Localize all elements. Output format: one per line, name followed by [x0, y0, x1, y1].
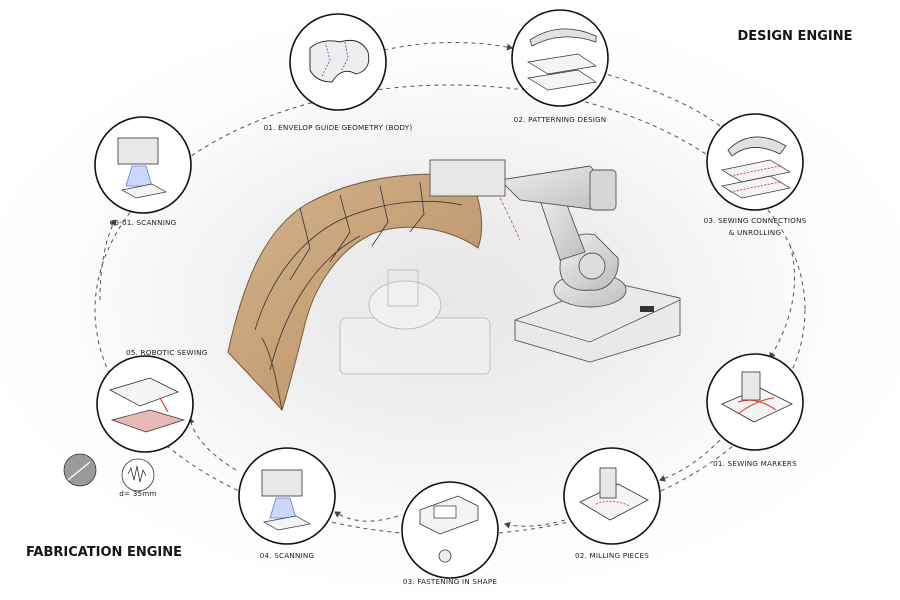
step-patterning-label: 02. PATTERNING DESIGN — [514, 115, 607, 124]
milling-path-icon — [595, 501, 631, 507]
robot-end-effector — [429, 159, 506, 197]
arrow-fastening-scanning — [334, 511, 399, 522]
arrow-02-03 — [599, 71, 726, 131]
arrow-scanning-sewing — [187, 417, 237, 471]
robot-thread-line — [499, 197, 521, 241]
step-envelop-label: 01. ENVELOP GUIDE GEOMETRY (BODY) — [264, 123, 413, 132]
arrow-01-02 — [383, 42, 513, 51]
wave-detail-circle — [121, 458, 155, 492]
shell-seam-1 — [254, 200, 463, 331]
step-robotic-sewing: 05. ROBOTIC SEWING — [96, 348, 208, 453]
sewing-machine-icon — [108, 377, 180, 407]
envelop-geometry-icon — [309, 39, 370, 83]
ghost-robot — [339, 269, 491, 375]
step-sewing-markers-label: 01. SEWING MARKERS — [713, 459, 797, 468]
needle-icon — [159, 397, 169, 413]
step-scanning-06-circle — [94, 116, 192, 214]
step-milling-label: 02. MILLING PIECES — [575, 551, 649, 560]
patterning-panels-icon — [526, 53, 597, 91]
scanner-body-icon — [261, 469, 303, 497]
envelop-guide-lines — [321, 41, 349, 77]
wave-icon — [127, 465, 147, 483]
ghost-arm — [387, 269, 419, 307]
step-fastening: 03. FASTENING IN SHAPE — [401, 481, 499, 586]
ghost-turret — [368, 280, 442, 330]
orbit-path — [94, 84, 806, 536]
step-fastening-label: 03. FASTENING IN SHAPE — [403, 577, 498, 586]
shell-surface — [227, 173, 483, 411]
arrow-markers-milling — [659, 439, 721, 482]
fabric-shell — [227, 173, 483, 411]
industrial-robot — [429, 159, 681, 363]
robot-shoulder-joint — [578, 252, 606, 280]
robot-motor — [589, 169, 617, 211]
step-sewing-connections-label-1: 03. SEWING CONNECTIONS — [704, 216, 807, 225]
step-milling: 02. MILLING PIECES — [563, 447, 661, 560]
step-scanning-06-label: 06-01. SCANNING — [110, 218, 177, 227]
seam-lines-icon — [729, 165, 781, 193]
arrow-sewing-scan06 — [99, 219, 116, 301]
step-sewing-connections-label-2: & UNROLLING — [729, 228, 781, 237]
scan-target-icon — [262, 515, 312, 531]
fastening-pin-icon — [438, 549, 452, 563]
step-patterning: 02. PATTERNING DESIGN — [511, 9, 609, 124]
step-sewing-markers: 01. SEWING MARKERS — [706, 353, 804, 468]
shell-front-edge — [261, 337, 283, 411]
shell-seam-2 — [269, 235, 361, 371]
design-engine-heading: DESIGN ENGINE — [738, 29, 853, 44]
shell-pattern-lines — [289, 181, 425, 281]
distance-label: d= 35mm — [119, 489, 156, 498]
scan-06-target-icon — [121, 183, 167, 199]
step-robotic-sewing-label: 05. ROBOTIC SEWING — [126, 348, 208, 357]
arrow-03-markers — [769, 244, 795, 359]
marker-red-lines — [737, 397, 777, 415]
patterning-surface-icon — [529, 28, 597, 47]
fastening-slot-icon — [433, 505, 457, 519]
detail-arrow-icon — [67, 461, 91, 481]
arrow-milling-fastening — [504, 519, 566, 529]
fabrication-engine-heading: FABRICATION ENGINE — [26, 545, 182, 560]
process-loop — [94, 42, 806, 536]
scanner-06-body-icon — [117, 137, 159, 165]
robot-base-edge — [514, 299, 681, 343]
sewn-fabric-icon — [110, 409, 186, 433]
step-envelop: 01. ENVELOP GUIDE GEOMETRY (BODY) — [264, 13, 413, 132]
markers-machine-head-icon — [741, 371, 761, 401]
unrolled-panels-icon — [721, 159, 791, 199]
step-scanning: 04. SCANNING — [238, 447, 336, 560]
step-sewing-connections: 03. SEWING CONNECTIONS & UNROLLING — [704, 113, 807, 237]
sewing-connections-surface-icon — [727, 136, 787, 157]
sewing-detail-inset: d= 35mm — [63, 453, 157, 498]
robot-base-vent — [640, 306, 654, 312]
step-scanning-06: 06-01. SCANNING — [94, 116, 192, 227]
step-scanning-label: 04. SCANNING — [260, 551, 314, 560]
milling-spindle-icon — [599, 467, 617, 499]
